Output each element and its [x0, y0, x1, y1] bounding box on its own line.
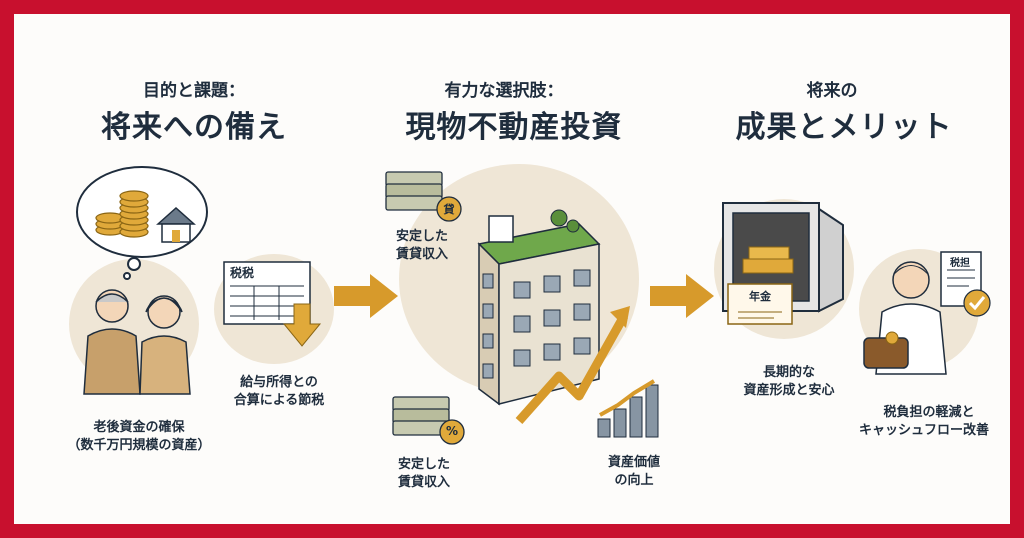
cash-stack-icon — [392, 396, 450, 436]
rent-top-line-2: 賃貸収入 — [395, 247, 448, 262]
rising-arrow-icon — [515, 306, 630, 424]
cash-stack-icon — [385, 171, 443, 211]
elderly-couple-icon — [83, 289, 191, 395]
long-term-line-1: 長期的な — [762, 365, 815, 380]
long-term-line-2: 資産形成と安心 — [743, 383, 835, 398]
right-arrow-icon — [334, 274, 398, 318]
rent-bottom-line-1: 安定した — [397, 457, 450, 472]
retirement-line-2: （数千万円規模の資産） — [67, 438, 211, 453]
column-3-subtitle: 将来の — [806, 81, 858, 101]
pension-cert-label: 年金 — [749, 290, 771, 303]
loan-badge-label: 貸 — [443, 203, 455, 216]
apartment-building-icon — [477, 209, 601, 406]
column-3-title: 成果とメリット — [735, 110, 953, 145]
down-arrow-icon — [282, 303, 322, 347]
percent-badge-icon — [439, 419, 465, 445]
column-1-title: 将来への備え — [101, 110, 287, 145]
tax-saving-line-1: 給与所得との — [240, 375, 318, 390]
wallet-icon — [863, 331, 909, 369]
tax-doc-icon — [940, 251, 982, 307]
loan-badge-icon — [436, 196, 462, 222]
bar-chart-icon — [597, 379, 659, 438]
certificate-icon — [727, 283, 793, 325]
cashflow-line-2: キャッシュフロー改善 — [858, 423, 989, 438]
coins-icon — [95, 190, 149, 238]
column-2-title: 現物不動産投資 — [405, 110, 623, 145]
retirement-line-1: 老後資金の確保 — [93, 420, 185, 435]
column-1-subtitle: 目的と課題： — [143, 81, 245, 101]
column-2-subtitle: 有力な選択肢： — [444, 81, 564, 101]
tax-doc-label: 税担 — [950, 258, 970, 269]
house-icon — [156, 206, 196, 243]
right-arrow-icon — [650, 274, 714, 318]
cashflow-line-1: 税負担の軽減と — [883, 405, 975, 420]
asset-value-line-1: 資産価値 — [607, 455, 660, 470]
tax-saving-line-2: 合算による節税 — [233, 393, 325, 408]
checkmark-icon — [963, 289, 991, 317]
rent-top-line-1: 安定した — [395, 229, 448, 244]
asset-value-line-2: の向上 — [614, 473, 654, 488]
percent-badge-label: % — [445, 424, 459, 438]
tax-form-label: 税税 — [230, 266, 255, 280]
rent-bottom-line-2: 賃貸収入 — [397, 475, 450, 490]
